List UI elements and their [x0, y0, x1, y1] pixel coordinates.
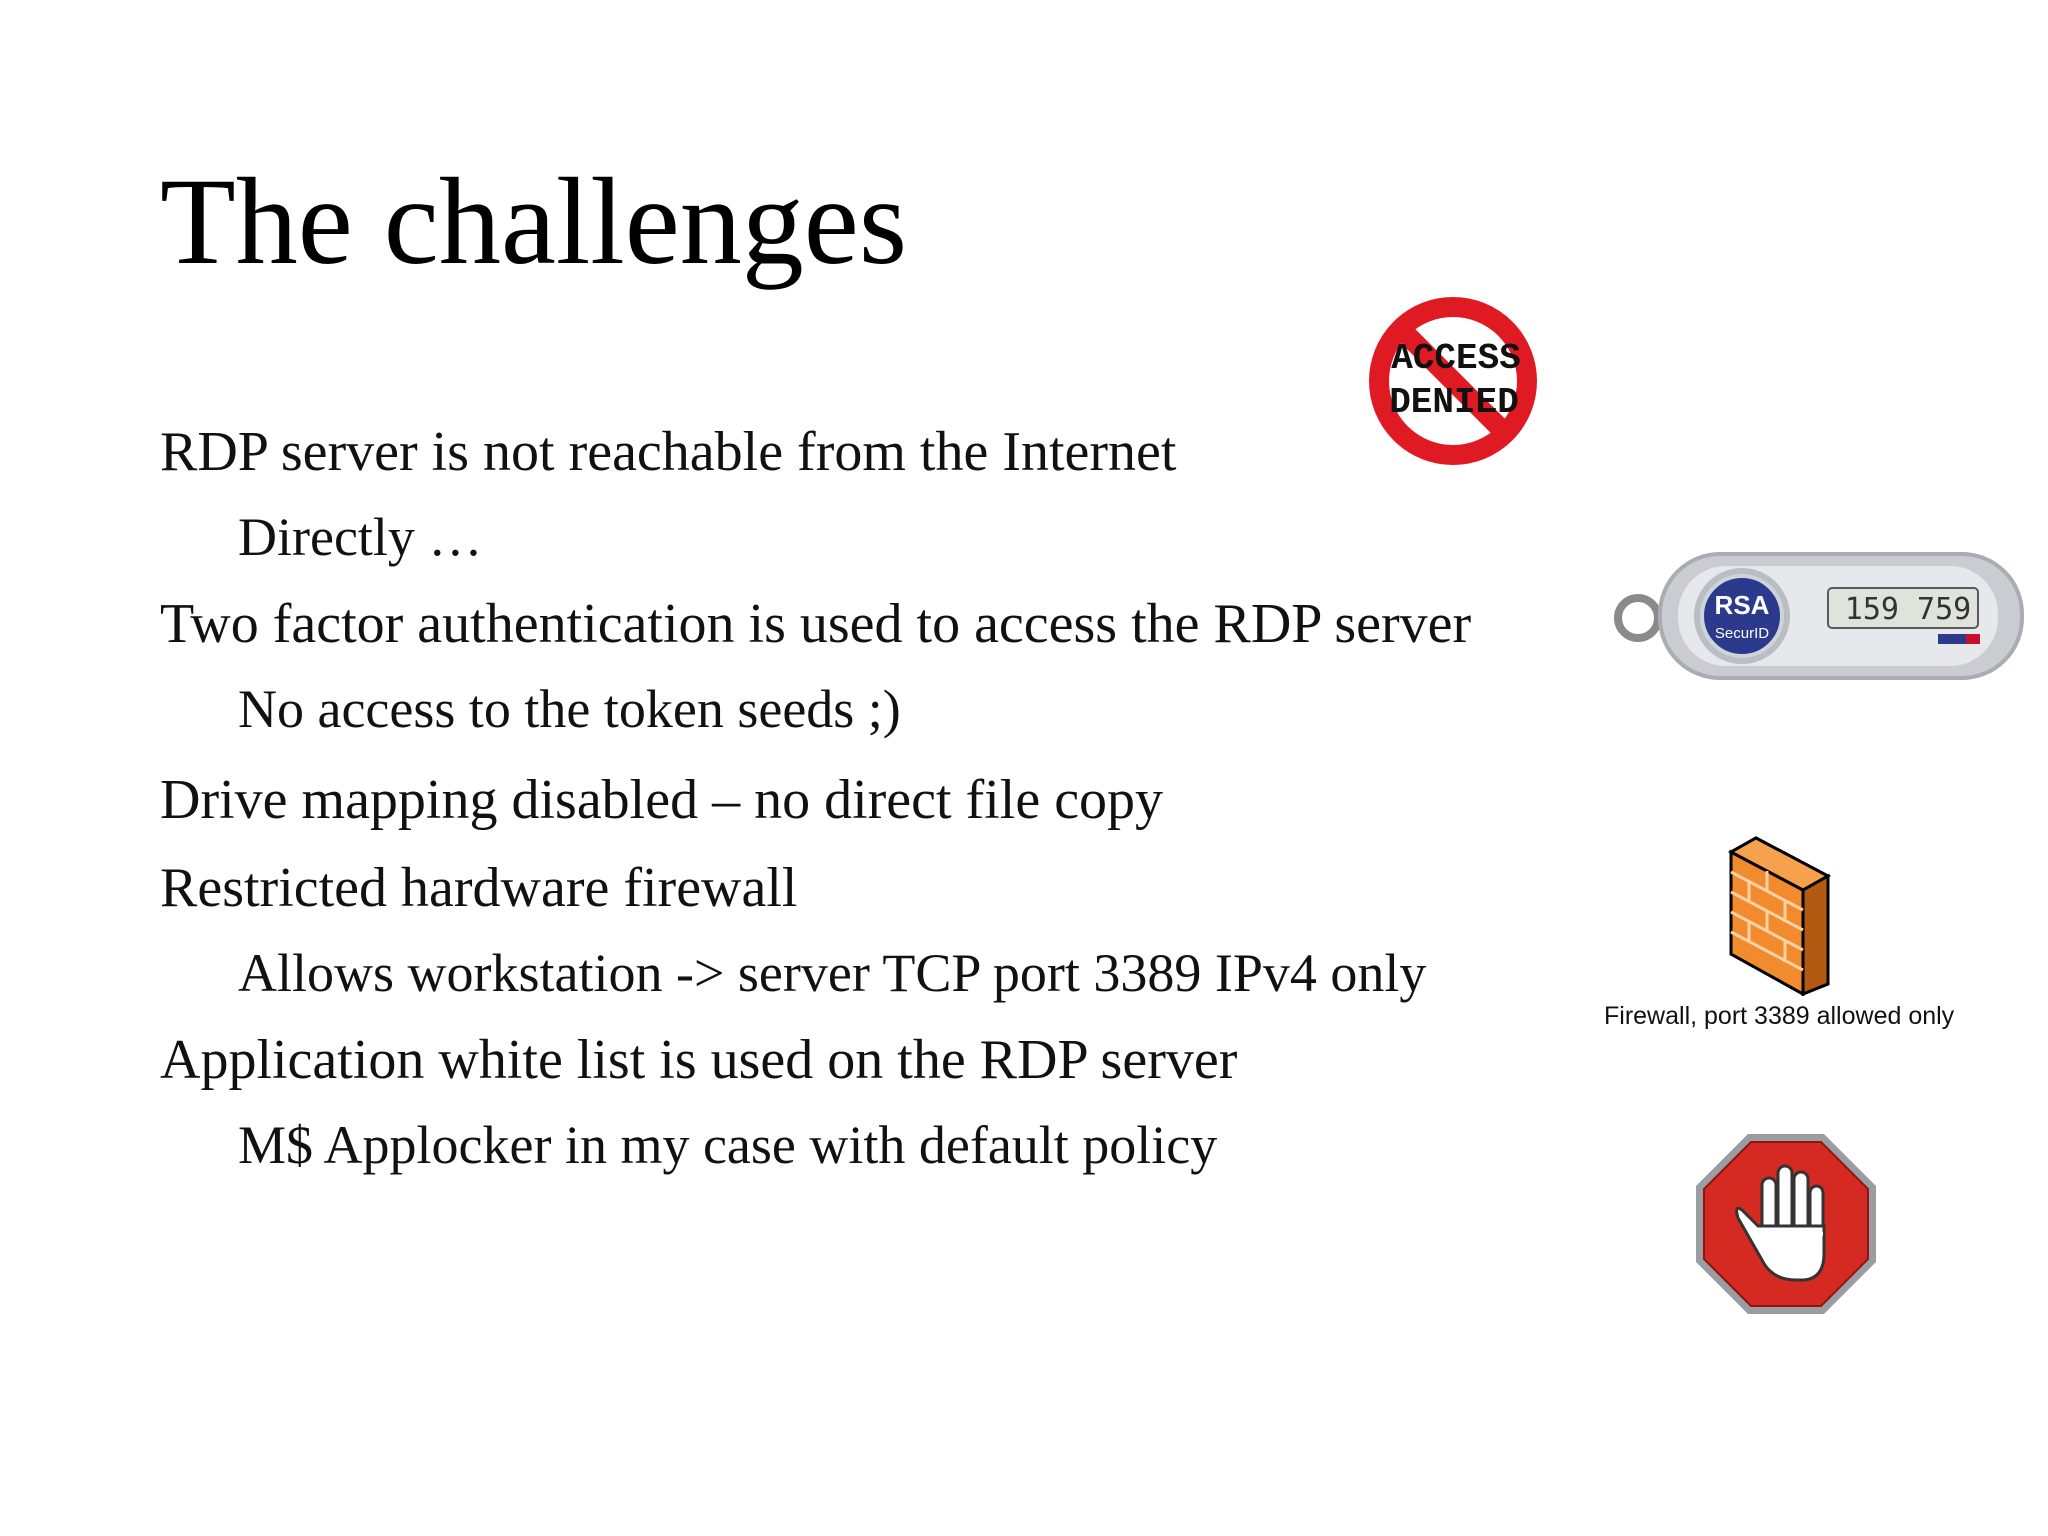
firewall-icon	[1727, 836, 1832, 996]
rsa-product: SecurID	[1715, 625, 1769, 642]
sub-bullet-item: Directly …	[238, 507, 483, 567]
stop-hand-icon	[1696, 1134, 1876, 1314]
slide-title: The challenges	[160, 153, 908, 290]
token-code-display: 159 759	[1845, 592, 1971, 627]
rsa-brand: RSA	[1715, 590, 1770, 620]
sub-bullet-item: M$ Applocker in my case with default pol…	[238, 1115, 1218, 1175]
sub-bullet-item: Allows workstation -> server TCP port 33…	[238, 943, 1427, 1003]
firewall-caption: Firewall, port 3389 allowed only	[1604, 1002, 1955, 1030]
access-denied-icon: ACCESS DENIED	[1369, 297, 1537, 465]
bullet-item: Two factor authentication is used to acc…	[160, 593, 1472, 655]
sub-bullet-item: No access to the token seeds ;)	[238, 679, 901, 739]
bullet-item: Restricted hardware firewall	[160, 857, 798, 919]
bullet-item: Drive mapping disabled – no direct file …	[160, 769, 1164, 831]
access-denied-line1: ACCESS	[1391, 338, 1521, 379]
access-denied-line2: DENIED	[1389, 382, 1519, 423]
rsa-securid-token-icon: RSA SecurID 159 759	[1614, 552, 2024, 680]
bullet-item: RDP server is not reachable from the Int…	[160, 421, 1177, 483]
bullet-item: Application white list is used on the RD…	[160, 1029, 1238, 1091]
